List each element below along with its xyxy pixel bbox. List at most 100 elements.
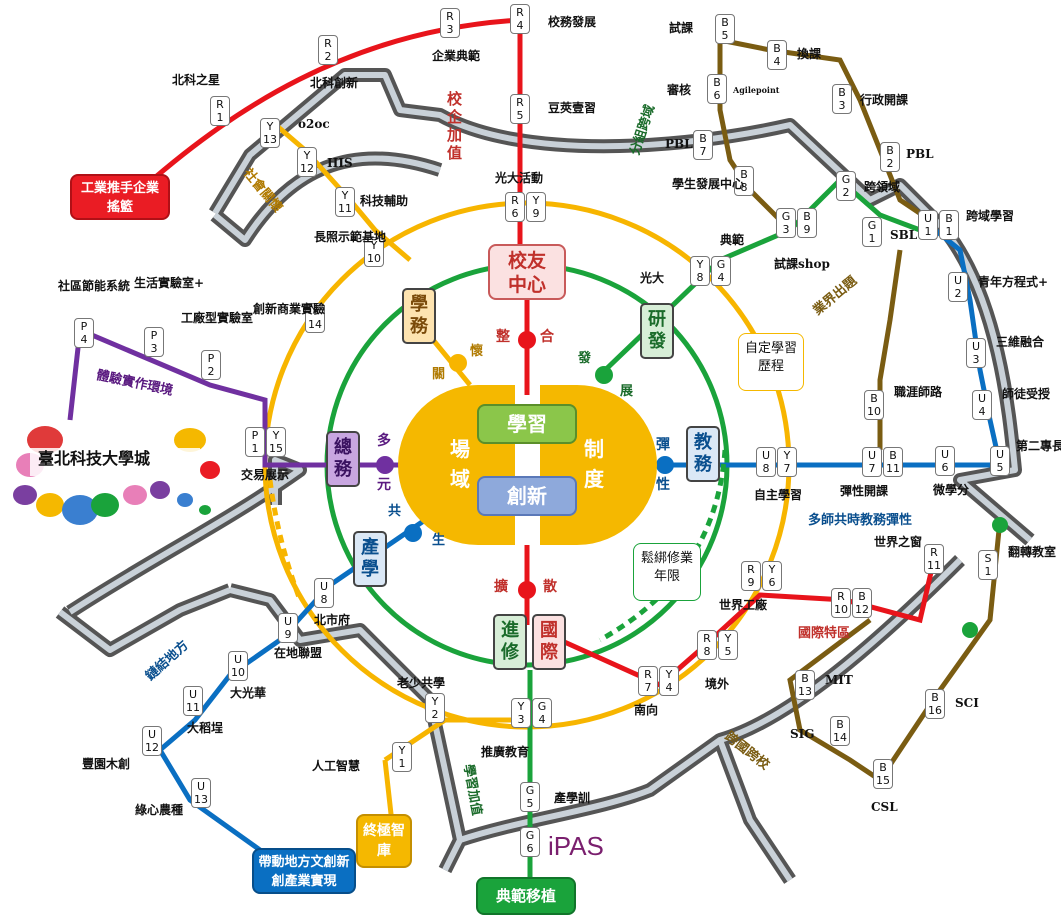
station-letter: U <box>971 340 981 353</box>
office-industry[interactable]: 產學 <box>353 531 387 587</box>
terminal-local-culture[interactable]: 帶動地方文創新創產業實現 <box>252 848 356 894</box>
station-letter: U <box>940 448 950 461</box>
terminal-university-city[interactable]: 臺北科技大學城 <box>38 449 151 468</box>
station-number: 1 <box>924 225 932 238</box>
office-general[interactable]: 總務 <box>326 431 360 487</box>
station-number: 3 <box>782 223 790 236</box>
station-label-p4: 社區節能系統 <box>58 279 131 293</box>
station-number: 9 <box>747 576 755 589</box>
station-label-r7y4: 南向 <box>634 703 659 717</box>
terminal-model-transplant[interactable]: 典範移植 <box>476 877 576 915</box>
office-extension[interactable]: 進修 <box>493 614 527 670</box>
station-number: 8 <box>762 462 770 475</box>
terminal-industry-incubation[interactable]: 工業推手企業搖籃 <box>70 174 170 220</box>
terminal-ultimate-smart[interactable]: 終極智庫 <box>356 814 412 868</box>
office-rnd[interactable]: 研發 <box>640 303 674 359</box>
station-label-r8y5: 境外 <box>705 677 730 691</box>
station-letter: Y <box>272 429 280 442</box>
spoke-diverse-a: 多 <box>377 433 391 449</box>
office-alumni-center[interactable]: 校友中心 <box>488 244 566 300</box>
spoke-expand-a: 擴 <box>494 579 508 595</box>
office-international[interactable]: 國際 <box>532 614 566 670</box>
office-academic[interactable]: 教務 <box>686 426 720 482</box>
office-student-affairs[interactable]: 學務 <box>402 288 436 344</box>
station-number: 5 <box>526 797 534 810</box>
station-number: 1 <box>945 225 953 238</box>
station-letter: R <box>837 590 845 603</box>
station-number: 3 <box>972 353 980 366</box>
hub-learning-box: 學習 <box>477 404 577 444</box>
station-letter: B <box>858 590 866 603</box>
station-number: 12 <box>855 603 869 616</box>
